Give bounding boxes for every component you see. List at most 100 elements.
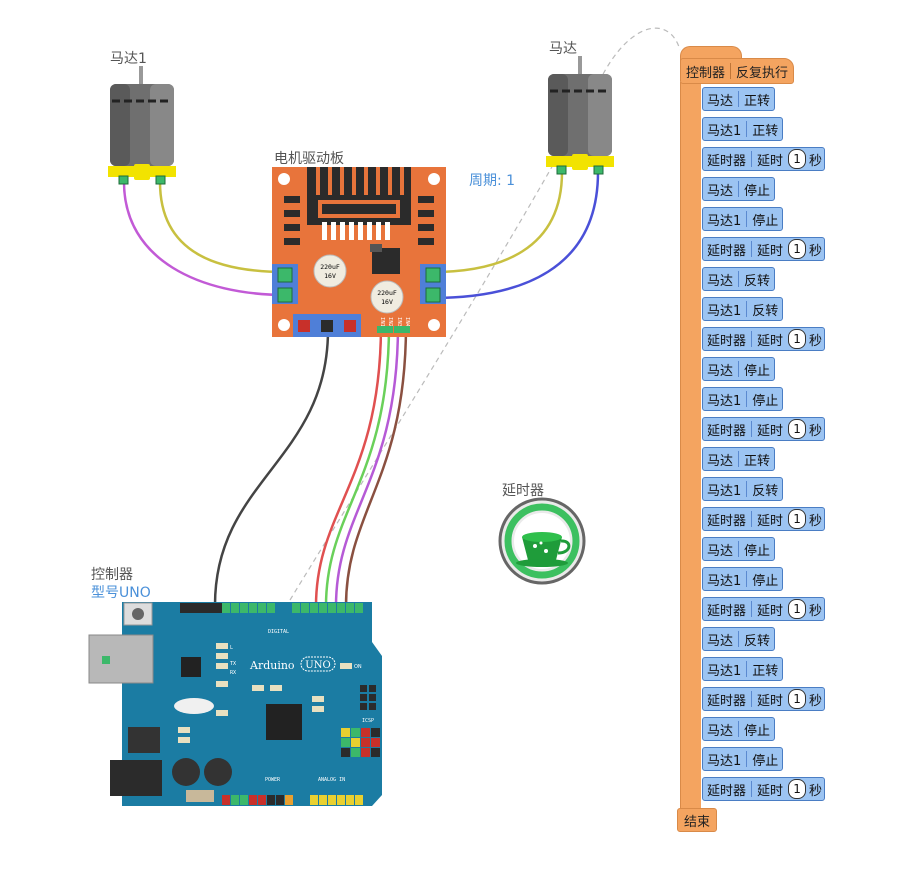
block-target: 马达 (707, 633, 734, 649)
wire-in4[interactable] (344, 324, 408, 607)
wire-motor1-b[interactable] (158, 181, 287, 274)
program-loop-spine (680, 82, 701, 810)
block-duration-input[interactable]: 1 (788, 599, 807, 619)
wire-gnd[interactable] (213, 329, 330, 606)
program-block[interactable]: 马达正转 (702, 447, 776, 471)
block-action: 延时 (757, 783, 784, 799)
arduino-uno-board[interactable]: Arduino UNO ON DIGITAL ICSP POWER ANALOG… (88, 602, 382, 806)
block-target: 马达 (707, 723, 734, 739)
cap2-voltage: 16V (381, 298, 393, 306)
block-duration-input[interactable]: 1 (788, 689, 807, 709)
wire-motor1-a[interactable] (122, 181, 287, 297)
program-block[interactable]: 马达停止 (702, 717, 776, 741)
block-action: 正转 (744, 93, 771, 109)
block-action: 反转 (744, 273, 771, 289)
timer-component[interactable] (498, 497, 586, 585)
wire-motor2-b[interactable] (431, 171, 600, 300)
block-target: 马达 (707, 453, 734, 469)
block-target: 延时器 (707, 333, 747, 349)
block-action: 延时 (757, 693, 784, 709)
cap1-voltage: 16V (324, 272, 336, 280)
block-target: 延时器 (707, 603, 747, 619)
pin-in2-label: IN2 (387, 317, 393, 327)
block-action: 停止 (744, 363, 771, 379)
block-duration-input[interactable]: 1 (788, 779, 807, 799)
block-unit: 秒 (809, 693, 823, 709)
program-block[interactable]: 马达1 停止 (702, 207, 784, 231)
block-duration-input[interactable]: 1 (788, 239, 807, 259)
wires (122, 171, 600, 607)
arduino-rx-text: RX (230, 670, 236, 676)
block-action: 反转 (744, 633, 771, 649)
block-unit: 秒 (809, 423, 823, 439)
wire-motor2-a[interactable] (431, 171, 564, 274)
block-target: 延时器 (707, 243, 747, 259)
loop-keyword: 反复执行 (736, 65, 789, 81)
block-unit: 秒 (809, 603, 823, 619)
timer-label: 延时器 (502, 483, 544, 499)
program-link-dashed (289, 27, 681, 601)
block-duration-input[interactable]: 1 (788, 509, 807, 529)
program-block[interactable]: 马达停止 (702, 537, 776, 561)
program-loop-header[interactable]: 控制器 反复执行 (680, 58, 795, 84)
pin-in1-label: IN1 (379, 317, 385, 327)
block-action: 反转 (752, 483, 779, 499)
block-target: 马达 (707, 93, 734, 109)
program-end-block[interactable]: 结束 (677, 808, 718, 832)
block-action: 停止 (744, 183, 771, 199)
block-action: 延时 (757, 513, 784, 529)
wire-in3[interactable] (334, 324, 400, 607)
motor1-label: 马达1 (110, 51, 147, 67)
program-block[interactable]: 马达停止 (702, 357, 776, 381)
program-block[interactable]: 马达反转 (702, 267, 776, 291)
pin-in3-label: IN3 (396, 317, 402, 327)
motor2[interactable] (546, 56, 614, 175)
block-action: 停止 (752, 393, 779, 409)
pin-in4-label: IN4 (404, 317, 410, 328)
program-block[interactable]: 马达正转 (702, 87, 776, 111)
block-action: 延时 (757, 153, 784, 169)
program-block[interactable]: 马达反转 (702, 627, 776, 651)
motor1[interactable] (108, 66, 176, 185)
block-unit: 秒 (809, 153, 823, 169)
program-block[interactable]: 马达停止 (702, 177, 776, 201)
block-duration-input[interactable]: 1 (788, 419, 807, 439)
block-duration-input[interactable]: 1 (788, 329, 807, 349)
arduino-model-text: UNO (305, 660, 330, 671)
block-target: 马达1 (707, 213, 742, 229)
block-unit: 秒 (809, 333, 823, 349)
block-unit: 秒 (809, 783, 823, 799)
block-duration-input[interactable]: 1 (788, 149, 807, 169)
arduino-brand-text: Arduino (249, 659, 295, 672)
block-action: 停止 (752, 213, 779, 229)
program-block[interactable]: 马达1 停止 (702, 747, 784, 771)
arduino-analog-text: ANALOG IN (318, 777, 345, 783)
block-unit: 秒 (809, 243, 823, 259)
motor-driver-board[interactable]: 220uF 16V 220uF 16V IN1 IN2 IN3 IN4 (272, 167, 446, 337)
cap1-value: 220uF (320, 263, 340, 271)
driver-label: 电机驱动板 (274, 151, 344, 167)
program-hat-tab (680, 46, 742, 61)
block-action: 延时 (757, 333, 784, 349)
block-target: 马达 (707, 543, 734, 559)
block-action: 停止 (752, 753, 779, 769)
wire-in2[interactable] (324, 324, 391, 607)
wire-in1[interactable] (314, 324, 383, 607)
block-target: 马达1 (707, 753, 742, 769)
end-label: 结束 (684, 814, 711, 830)
